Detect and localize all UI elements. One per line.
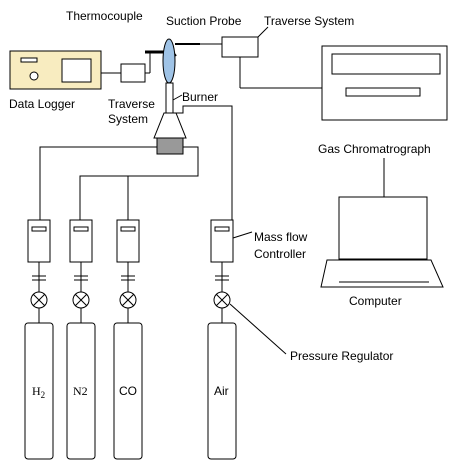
label-traverse-left-1: Traverse	[108, 97, 155, 111]
label-traverse-system-top: Traverse System	[264, 14, 354, 28]
mass-flow-controller-air	[210, 219, 234, 263]
traverse-box-top	[221, 36, 259, 58]
label-thermocouple: Thermocouple	[66, 9, 143, 23]
gas-chromatograph	[321, 45, 448, 121]
mass-flow-controller-co	[116, 219, 140, 263]
cylinder-co	[113, 322, 143, 460]
cylinder-h2	[24, 322, 54, 460]
label-data-logger: Data Logger	[9, 97, 75, 111]
burner-base	[156, 137, 184, 155]
label-mass-flow-1: Mass flow	[254, 230, 308, 244]
traverse-box-left	[120, 63, 146, 83]
label-cylinder-air: Air	[214, 384, 229, 398]
label-pressure-regulator: Pressure Regulator	[290, 349, 393, 363]
burner-cone	[153, 112, 187, 139]
mass-flow-controller-n2	[69, 219, 93, 263]
pressure-regulator-pointer	[229, 303, 287, 355]
label-cylinder-h2: H2	[32, 384, 45, 400]
regulator-stack-h2	[30, 262, 48, 323]
suction-probe	[162, 38, 176, 84]
data-logger-knob	[29, 71, 39, 81]
traverse-pointer	[257, 26, 269, 38]
gas-line-mid	[79, 146, 199, 220]
data-logger-screen	[61, 58, 92, 83]
label-computer: Computer	[349, 294, 402, 308]
label-traverse-left-2: System	[108, 112, 148, 126]
regulator-stack-co	[119, 262, 137, 323]
burner-tube	[165, 82, 174, 114]
label-suction-probe: Suction Probe	[166, 14, 242, 28]
data-logger	[9, 50, 102, 90]
regulator-stack-n2	[72, 262, 90, 323]
burner-pointer	[172, 94, 183, 101]
cylinder-air	[207, 322, 237, 460]
label-cylinder-co: CO	[119, 384, 137, 398]
gas-line-left	[39, 146, 157, 220]
computer	[320, 196, 444, 288]
mass-flow-pointer	[232, 231, 253, 239]
regulator-stack-air	[213, 262, 231, 323]
label-gas-chromatograph: Gas Chromatrograph	[318, 142, 431, 156]
label-mass-flow-2: Controller	[254, 247, 306, 261]
data-logger-display	[20, 57, 38, 63]
cylinder-n2	[66, 322, 96, 460]
air-line	[175, 105, 233, 220]
label-cylinder-n2: N2	[73, 384, 88, 398]
label-burner: Burner	[182, 90, 218, 104]
mass-flow-controller-h2	[27, 219, 51, 263]
